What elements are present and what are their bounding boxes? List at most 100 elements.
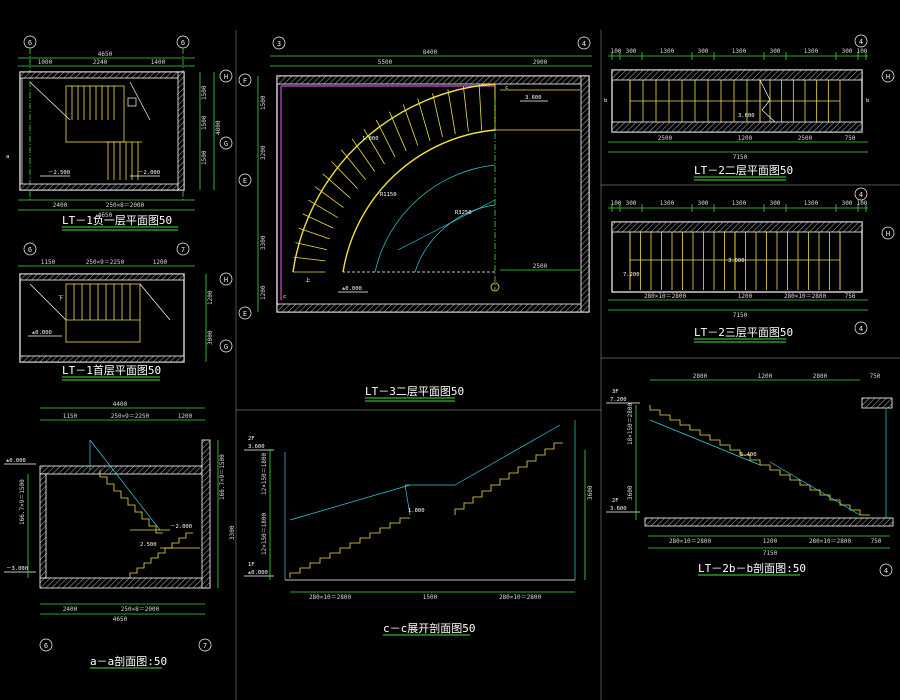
- axis-label: E: [243, 310, 247, 318]
- curved-stair-outer-edge: [292, 83, 496, 273]
- dimension-text: 300: [698, 48, 709, 55]
- level-mark: －2.000: [138, 170, 160, 176]
- axis-label: 6: [28, 39, 32, 47]
- dimension-text: 4650: [98, 51, 113, 58]
- dimension-text: 3600: [587, 485, 594, 500]
- dimension-text: 7150: [733, 154, 748, 161]
- dimension-text: 1200: [260, 285, 267, 300]
- dimension-text: 1200: [178, 413, 193, 420]
- drawing-title: LT－2b－b剖面图:50: [698, 561, 806, 575]
- dimension-text: 750: [870, 373, 881, 380]
- dimension-text: 1500: [201, 115, 208, 130]
- level-mark: 3.600: [525, 95, 542, 101]
- level-mark: 2F: [612, 498, 619, 504]
- dimension-text: 1200: [738, 293, 753, 300]
- drawing-title: c－c展开剖面图50: [383, 621, 476, 635]
- level-mark: ±0.000: [32, 330, 52, 336]
- level-mark: 3.600: [248, 444, 265, 450]
- drawing-title: a－a剖面图:50: [90, 654, 167, 668]
- dimension-text: 280×10＝2800: [669, 538, 712, 545]
- radius-text: R1150: [380, 192, 397, 198]
- dimension-text: 280×10＝2800: [809, 538, 852, 545]
- level-mark: 7.200: [610, 397, 627, 403]
- level-mark: 2.500: [140, 542, 157, 548]
- dimension-text: 1300: [660, 48, 675, 55]
- dimension-text: 1500: [201, 85, 208, 100]
- dimension-text: 4650: [113, 616, 128, 623]
- dimension-text: 300: [842, 48, 853, 55]
- axis-label: 7: [203, 642, 207, 650]
- dimension-text: 250×9＝2250: [86, 259, 125, 266]
- dimension-text: 12×150＝1800: [261, 512, 268, 555]
- dimension-text: 300: [770, 200, 781, 207]
- stair-flight: [649, 405, 870, 516]
- dimension-text: 300: [842, 200, 853, 207]
- dimension-text: 100: [611, 48, 622, 55]
- level-mark: ±0.000: [248, 570, 268, 576]
- axis-label: 6: [181, 39, 185, 47]
- axis-label: H: [886, 73, 890, 81]
- dimension-text: 1200: [758, 373, 773, 380]
- level-mark: －2.500: [48, 170, 70, 176]
- section-marker: c: [505, 85, 508, 91]
- axis-label: H: [224, 73, 228, 81]
- axis-label: G: [224, 343, 228, 351]
- dimension-text: 1400: [151, 59, 166, 66]
- axis-label: G: [224, 140, 228, 148]
- dimension-text: 2800: [813, 373, 828, 380]
- dimension-text: 5500: [378, 59, 393, 66]
- stair-flight: [629, 80, 840, 122]
- dimension-text: 1500: [423, 594, 438, 601]
- level-mark: －3.000: [6, 566, 28, 572]
- section-marker: b: [604, 98, 607, 104]
- axis-label: H: [886, 230, 890, 238]
- stair-flight: [65, 85, 142, 180]
- dimension-text: 1300: [732, 48, 747, 55]
- dimension-text: 300: [770, 48, 781, 55]
- curved-stair-treads: [293, 84, 496, 273]
- section-c-c: 2F 3.600 1F ±0.000 12×150＝1800 12×150＝18…: [244, 420, 594, 636]
- dimension-text: 250×8＝2000: [106, 202, 145, 209]
- dimension-text: 7150: [763, 550, 778, 557]
- dimension-text: 18×150＝2800: [627, 402, 634, 445]
- sheet-panel-dividers: [235, 30, 900, 700]
- dimension-text: 250×9＝2250: [111, 413, 150, 420]
- drawing-title: LT－1首层平面图50: [62, 363, 161, 377]
- drawing-title: LT－3二层平面图50: [365, 385, 464, 398]
- axis-label: 3: [277, 40, 281, 48]
- axis-label: H: [224, 276, 228, 284]
- dimension-text: 3300: [260, 235, 267, 250]
- section-marker: b: [866, 98, 869, 104]
- dimension-text: 1150: [63, 413, 78, 420]
- level-mark: ±0.000: [6, 458, 26, 464]
- stairwell-wall: [19, 273, 185, 363]
- dimension-text: 300: [698, 200, 709, 207]
- dimension-text: 100: [857, 48, 868, 55]
- dimension-text: 3300: [229, 525, 236, 540]
- level-mark: 3F: [612, 389, 619, 395]
- dimension-text: 300: [626, 200, 637, 207]
- direction-mark: 上: [305, 276, 311, 284]
- dimension-text: 1300: [804, 48, 819, 55]
- dimension-text: 750: [845, 135, 856, 142]
- section-marker: a: [6, 154, 9, 160]
- radius-text: R3250: [455, 210, 472, 216]
- dimension-text: 1200: [207, 290, 214, 305]
- stairwell-wall: [611, 221, 863, 293]
- section-marker: c: [283, 294, 286, 300]
- dimension-text: 7150: [733, 312, 748, 319]
- level-mark: 3.600: [738, 113, 755, 119]
- drawing-title: LT－1负一层平面图50: [62, 213, 172, 227]
- dimension-text: 4400: [113, 401, 128, 408]
- level-mark: 1F: [248, 562, 255, 568]
- dimension-text: 750: [871, 538, 882, 545]
- stair-flight-upper: [454, 442, 563, 515]
- axis-label: 4: [859, 38, 863, 46]
- dimension-text: 3600: [627, 485, 634, 500]
- section-a-a: 4400 1150 250×9＝2250 1200 ±0.000 －2.000 …: [4, 401, 236, 669]
- drawing-title: LT－2三层平面图50: [694, 326, 793, 339]
